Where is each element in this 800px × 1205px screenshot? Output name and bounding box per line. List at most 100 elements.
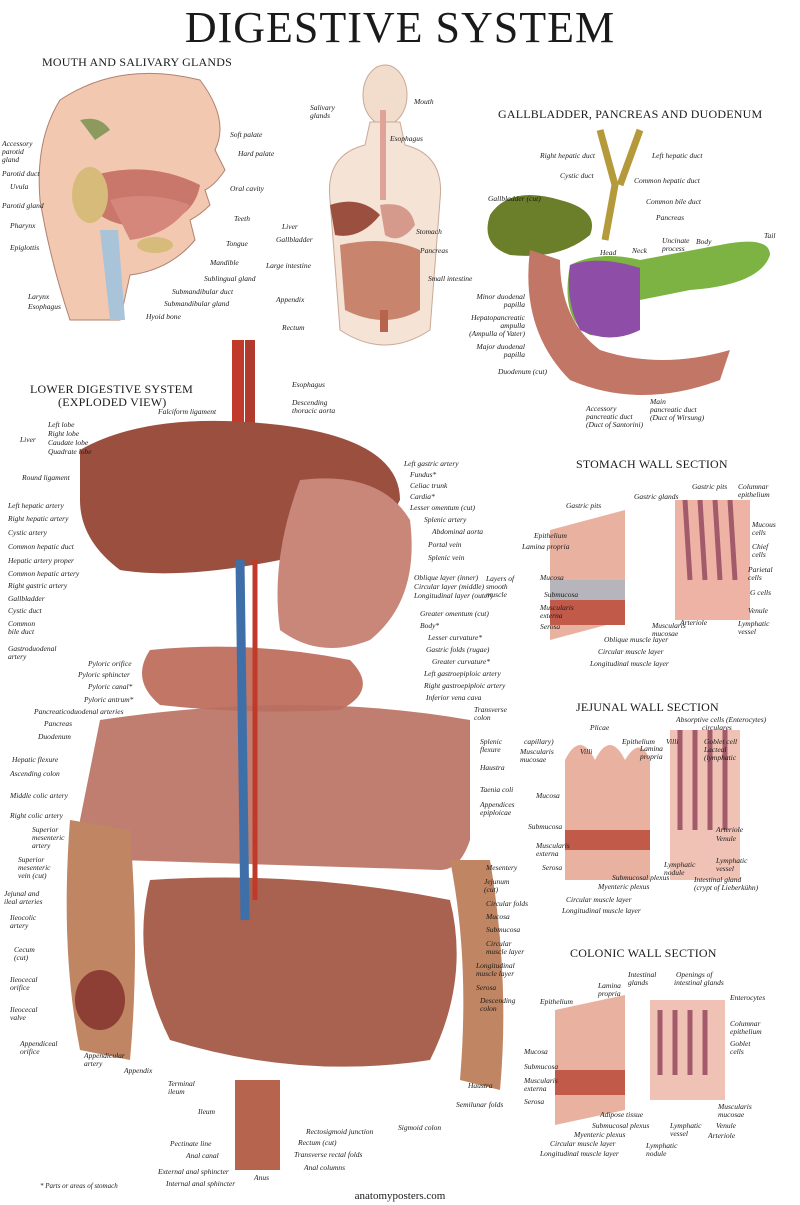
lower-right-label-19: Inferior vena cava	[426, 693, 482, 702]
lower-right-label-40: colon	[480, 1004, 497, 1013]
label-duodenum-cut: Duodenum (cut)	[498, 367, 547, 376]
lower-right-label-15: Gastric folds (rugae)	[426, 645, 490, 654]
jejunal-labels-label-2: circulares	[702, 723, 732, 732]
lower-left-label-14: Common	[8, 619, 36, 628]
section-mouth-heading: MOUTH AND SALIVARY GLANDS	[42, 55, 233, 69]
label-gland: gland	[2, 155, 20, 164]
lower-right-label-23: flexure	[480, 745, 501, 754]
jejunal-labels-label-14: Mucosa	[536, 791, 560, 800]
pancreas-illustration	[487, 128, 770, 395]
label-salivary: Salivary	[310, 103, 335, 112]
lower-left-label-5: Left hepatic artery	[8, 501, 64, 510]
stomach-labels-label-0: Gastric pits	[566, 501, 602, 510]
lower-right-label-48: Pectinate line	[170, 1139, 212, 1148]
lower-right-label-37: muscle layer	[476, 969, 515, 978]
label-layers-of: Layers of	[486, 574, 515, 583]
body-silhouette	[328, 64, 442, 346]
label-descending: Descending	[292, 398, 328, 407]
stomach-labels-label-13: G cells	[750, 588, 772, 597]
lower-right-label-9: Oblique layer (inner)	[414, 573, 479, 582]
section-lower-heading: LOWER DIGESTIVE SYSTEM	[30, 382, 194, 396]
colonic-labels-label-2: Intestinal	[628, 970, 657, 979]
label-parotid-duct: Parotid duct	[2, 169, 40, 178]
lower-right-label-35: muscle layer	[486, 947, 525, 956]
lower-right-label-4: Lesser omentum (cut)	[410, 503, 475, 512]
label-liver-group: Liver	[20, 435, 36, 444]
lower-right-label-12: Greater omentum (cut)	[420, 609, 489, 618]
lower-right-label-17: Left gastroepiploic artery	[424, 669, 501, 678]
colonic-labels-label-27: mucosae	[718, 1110, 745, 1119]
lower-left-label-41: Ileocecal	[10, 975, 38, 984]
lower-left-label-34: vein (cut)	[18, 871, 47, 880]
lower-right-label-42: Semilunar folds	[456, 1100, 504, 1109]
section-colonic-heading: COLONIC WALL SECTION	[570, 946, 717, 960]
stomach-labels-label-11: Parietal	[748, 565, 773, 574]
lower-right-label-21: colon	[474, 713, 491, 722]
stomach-labels-label-10: cells	[752, 550, 766, 559]
stomach-labels-label-20: mucosae	[652, 629, 679, 638]
colonic-labels-label-12: Mucosa	[524, 1047, 548, 1056]
lower-right-label-28: Mesentery	[486, 863, 518, 872]
lower-left-label-4: Round ligament	[22, 473, 70, 482]
colonic-labels-label-0: Lamina	[598, 981, 621, 990]
lower-right-label-44: Rectosigmoid junction	[306, 1127, 374, 1136]
lower-right-label-22: Splenic	[480, 737, 503, 746]
colonic-labels-label-6: Epithelium	[540, 997, 573, 1006]
label-parotid: parotid	[2, 147, 24, 156]
label-parotid-gland: Parotid gland	[2, 201, 44, 210]
colonic-labels-label-1: propria	[598, 989, 621, 998]
label-body-mouth: Mouth	[414, 97, 434, 106]
stomach-labels-label-14: Mucosa	[540, 573, 564, 582]
jejunal-labels-label-7: Epithelium	[622, 737, 655, 746]
lower-right-label-6: Abdominal aorta	[432, 527, 484, 536]
lower-left-label-49: Appendix	[124, 1066, 153, 1075]
colonic-labels-label-11: cells	[730, 1047, 744, 1056]
label-pancreas-gb: Pancreas	[656, 213, 685, 222]
jejunal-labels-label-13: mucosae	[520, 755, 547, 764]
lower-left-label-27: Middle colic artery	[10, 791, 68, 800]
lower-left-label-29: Superior	[32, 825, 59, 834]
lower-right-label-32: Mucosa	[486, 912, 510, 921]
lower-right-label-31: Circular folds	[486, 899, 529, 908]
label-minor-duodenal: Minor duodenal	[476, 292, 525, 301]
label-hepatopancreatic: Hepatopancreatic	[471, 313, 525, 322]
jejunal-labels-label-23: Lymphatic	[716, 856, 748, 865]
lower-left-label-35: Jejunal and	[4, 889, 40, 898]
label-accessory-duct: Accessory	[586, 404, 617, 413]
label-process: process	[662, 244, 685, 253]
lower-right-label-27: epiploicae	[480, 808, 512, 817]
colonic-labels-label-28: Venule	[716, 1121, 736, 1130]
lower-right-label-51: Internal anal sphincter	[166, 1179, 236, 1188]
label-right-hepatic-duct: Right hepatic duct	[540, 151, 595, 160]
lower-right-label-33: Submucosa	[486, 925, 521, 934]
label-body-liver: Liver	[282, 222, 298, 231]
label-oral-cavity: Oral cavity	[230, 184, 264, 193]
stomach-labels-label-27: Longitudinal muscle layer	[590, 659, 669, 668]
lower-right-label-2: Celiac trunk	[410, 481, 448, 490]
label-body-esophagus: Esophagus	[390, 134, 423, 143]
lower-left-label-26: Ascending colon	[10, 769, 60, 778]
lower-left-label-9: Hepatic artery proper	[8, 556, 74, 565]
colonic-labels-label-23: vessel	[670, 1129, 688, 1138]
lower-left-label-39: Cecum	[14, 945, 35, 954]
lower-left-label-10: Common hepatic artery	[8, 569, 80, 578]
colonic-labels-label-25: nodule	[646, 1149, 667, 1158]
label-esophagus-mouth: Esophagus	[28, 302, 61, 311]
label-common-bile-duct: Common bile duct	[646, 197, 701, 206]
jejunal-labels-label-9: Lamina	[640, 744, 663, 753]
label-body-small-intestine: Small intestine	[428, 274, 473, 283]
stomach-labels-label-26: Circular muscle layer	[598, 647, 664, 656]
lower-right-label-49: Anal canal	[186, 1151, 219, 1160]
lower-left-label-45: Appendiceal	[20, 1039, 58, 1048]
colonic-labels-label-3: glands	[628, 978, 649, 987]
label-soft-palate: Soft palate	[230, 130, 263, 139]
lower-right-label-5: Splenic artery	[424, 515, 467, 524]
colonic-wall-illustration	[555, 995, 725, 1125]
lower-left-label-6: Right hepatic artery	[8, 514, 69, 523]
lower-left-label-8: Common hepatic duct	[8, 542, 74, 551]
stomach-labels-label-3: Columnar	[738, 482, 769, 491]
jejunal-labels-label-1: Plicae	[590, 723, 610, 732]
label-falciform: Falciform ligament	[158, 407, 217, 416]
lower-right-label-3: Cardia*	[410, 492, 435, 501]
label-major-papilla: papilla	[503, 350, 525, 359]
